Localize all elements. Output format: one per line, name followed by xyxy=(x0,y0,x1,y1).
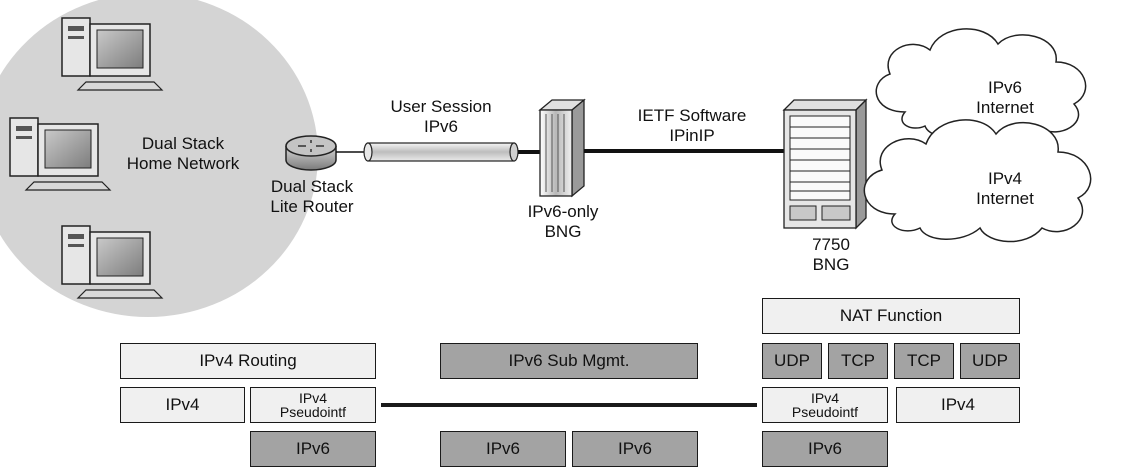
home-network-label-line1: Dual Stack xyxy=(141,134,225,153)
mid-ipv6-box-a: IPv6 xyxy=(440,431,566,467)
core-bng-label-line2: BNG xyxy=(812,255,850,274)
core-bng-label: 7750 BNG xyxy=(796,235,866,275)
home-network-label: Dual Stack Home Network xyxy=(118,134,248,174)
bng-label-line1: IPv6-only xyxy=(527,202,599,221)
left-ipv4-box: IPv4 xyxy=(120,387,245,423)
computer-icon xyxy=(61,17,164,91)
right-pseudointf-box: IPv4 Pseudointf xyxy=(762,387,888,423)
core-bng-label-line1: 7750 xyxy=(812,235,850,254)
right-tcp-box-1: TCP xyxy=(828,343,888,379)
tunnel-label-line2: IPv6 xyxy=(423,117,459,136)
chassis-icon xyxy=(782,98,868,230)
ipv6-cloud-label-line1: IPv6 xyxy=(987,78,1023,97)
left-pseudointf-line2: Pseudointf xyxy=(279,404,347,420)
ipv4-cloud-label-line2: Internet xyxy=(976,189,1034,208)
left-pseudointf-box: IPv4 Pseudointf xyxy=(250,387,376,423)
ietf-label-line2: IPinIP xyxy=(669,126,715,145)
right-udp-box-2: UDP xyxy=(960,343,1020,379)
mid-submgmt-box: IPv6 Sub Mgmt. xyxy=(440,343,698,379)
left-ipv4-routing-box: IPv4 Routing xyxy=(120,343,376,379)
tunnel-label-line1: User Session xyxy=(390,97,492,116)
right-pseudointf-line1: IPv4 xyxy=(810,390,839,406)
right-pseudointf-line2: Pseudointf xyxy=(791,404,859,420)
ipv6-cloud-label-line2: Internet xyxy=(976,98,1034,117)
right-udp-box-1: UDP xyxy=(762,343,822,379)
bng-label-line2: BNG xyxy=(544,222,582,241)
bng-icon xyxy=(538,98,586,198)
router-label-line1: Dual Stack xyxy=(270,177,354,196)
right-ipv4-box: IPv4 xyxy=(896,387,1020,423)
tunnel-tube xyxy=(336,142,540,162)
nat-function-box: NAT Function xyxy=(762,298,1020,334)
ipv4-cloud-label: IPv4 Internet xyxy=(950,169,1060,209)
ipv4-cloud-label-line1: IPv4 xyxy=(987,169,1023,188)
ietf-label-line1: IETF Software xyxy=(637,106,747,125)
tunnel-label: User Session IPv6 xyxy=(376,97,506,137)
mid-ipv6-box-b: IPv6 xyxy=(572,431,698,467)
right-ipv6-box: IPv6 xyxy=(762,431,888,467)
computer-icon xyxy=(61,225,164,299)
left-ipv6-box: IPv6 xyxy=(250,431,376,467)
home-network-label-line2: Home Network xyxy=(126,154,240,173)
ipv6-cloud-label: IPv6 Internet xyxy=(950,78,1060,118)
pseudointf-link xyxy=(381,403,757,407)
ipv4-cloud-icon xyxy=(863,119,1092,243)
right-tcp-box-2: TCP xyxy=(894,343,954,379)
router-label-line2: Lite Router xyxy=(270,197,354,216)
left-pseudointf-line1: IPv4 xyxy=(298,390,327,406)
router-icon xyxy=(285,135,337,171)
computer-icon xyxy=(9,117,112,191)
router-label: Dual Stack Lite Router xyxy=(252,177,372,217)
ietf-label: IETF Software IPinIP xyxy=(622,106,762,146)
bng-label: IPv6-only BNG xyxy=(508,202,618,242)
